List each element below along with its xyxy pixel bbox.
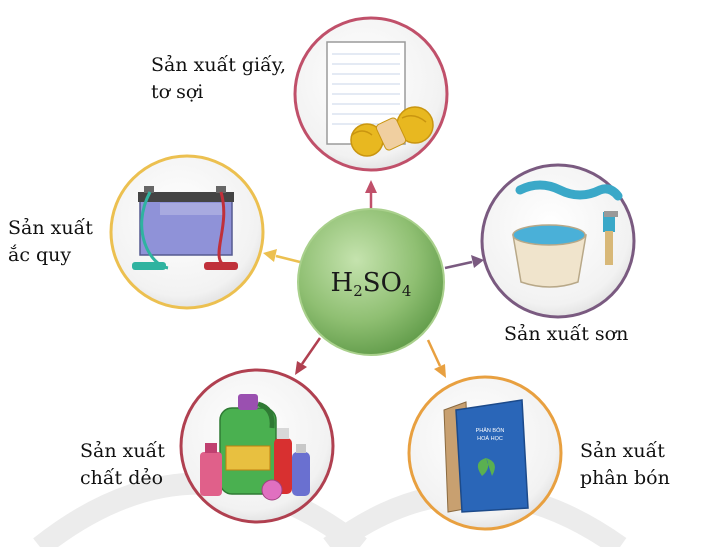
label-plastic-line-1: Sản xuất — [80, 440, 165, 462]
center-formula: H2SO4 — [330, 268, 412, 300]
plastic-bottles-icon — [200, 394, 310, 501]
center-circle — [297, 208, 445, 356]
label-fertilizer: Sản xuất phân bón — [580, 438, 670, 492]
label-paper-line-1: Sản xuất giấy, — [151, 54, 287, 76]
label-paper-line-2: tơ sợi — [151, 81, 204, 103]
label-fertilizer-line-2: phân bón — [580, 467, 670, 489]
fertilizer-bag-line-1: PHÂN BÓN — [476, 427, 505, 434]
node-paint — [480, 163, 636, 319]
arrow-fertilizer — [426, 339, 446, 378]
fertilizer-bag-line-2: HOÁ HỌC — [477, 435, 503, 442]
label-plastic-line-2: chất dẻo — [80, 467, 164, 489]
label-battery-line-2: ắc quy — [8, 244, 72, 266]
label-paint-line-1: Sản xuất sơn — [504, 323, 629, 345]
label-fertilizer-line-1: Sản xuất — [580, 440, 665, 462]
node-battery — [109, 154, 265, 310]
label-battery-line-1: Sản xuất — [8, 217, 93, 239]
fertilizer-bag-icon — [443, 399, 529, 513]
node-plastic — [179, 368, 335, 524]
paint-bucket-icon — [512, 180, 623, 288]
arrow-paint — [444, 255, 484, 270]
paper-yarn-icon — [326, 41, 434, 157]
label-battery: Sản xuất ắc quy — [8, 215, 93, 269]
label-paper: Sản xuất giấy, tơ sợi — [151, 52, 286, 106]
label-paint: Sản xuất sơn — [504, 321, 628, 348]
node-fertilizer: PHÂN BÓN HOÁ HỌC — [407, 375, 563, 531]
arrow-battery — [263, 249, 301, 264]
label-plastic: Sản xuất chất dẻo — [80, 438, 165, 492]
node-paper — [293, 16, 449, 172]
battery-icon — [132, 186, 238, 270]
arrow-plastic — [295, 337, 322, 375]
